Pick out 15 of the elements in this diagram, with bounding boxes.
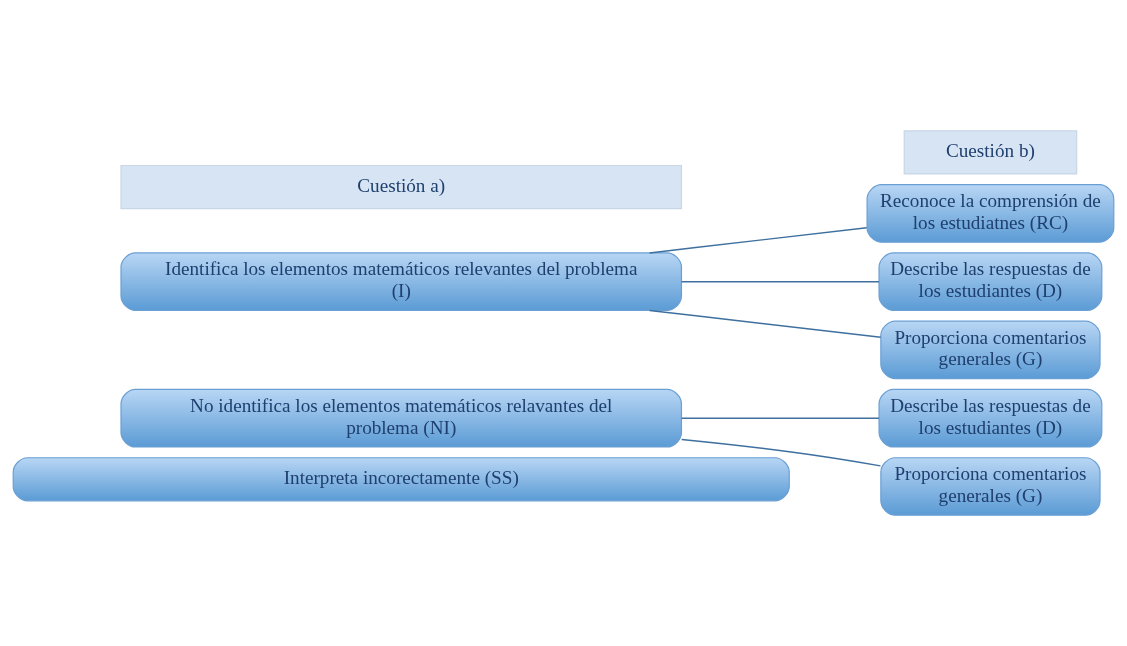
node-box: Describe las respuestas de los estudiantes (D) — [878, 388, 1103, 448]
node-box: No identifica los elementos matemáticos relavantes del problema (NI) — [120, 388, 683, 448]
node-box: Interpreta incorectamente (SS) — [12, 457, 790, 502]
node-box: Reconoce la comprensión de los estudiatnes (RC) — [866, 184, 1115, 243]
node-box: Describe las respuestas de los estudiantes (D) — [878, 252, 1103, 312]
connector — [680, 438, 882, 467]
connector — [648, 226, 868, 254]
connector — [680, 417, 880, 419]
connector — [680, 280, 880, 283]
node-box: Identifica los elementos matemáticos relevantes del problema (I) — [120, 252, 683, 312]
connector — [648, 309, 882, 339]
node-box: Proporciona comentarios generales (G) — [880, 457, 1101, 516]
node-box: Cuestión a) — [120, 164, 683, 210]
node-box: Cuestión b) — [903, 130, 1078, 175]
node-box: Proporciona comentarios generales (G) — [880, 320, 1101, 380]
